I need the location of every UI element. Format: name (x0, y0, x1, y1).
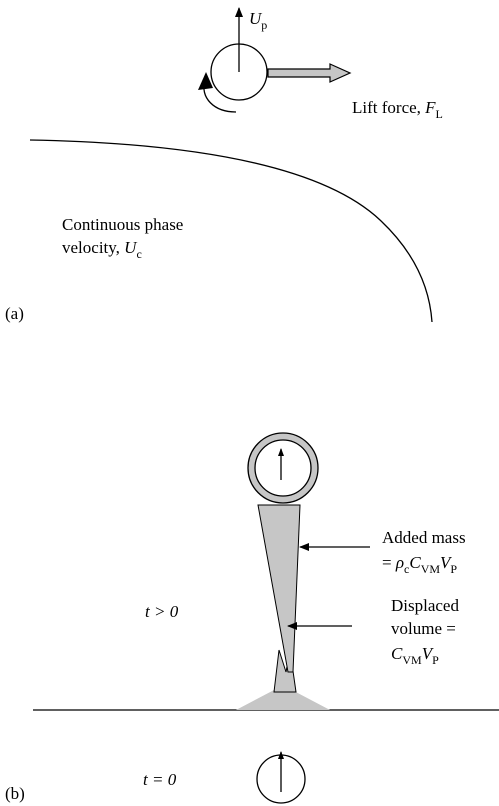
particle-circle-b (254, 439, 312, 497)
panel-b: Added mass = ρcCVMVP Displaced volume = … (5, 432, 499, 804)
rotation-arrowhead (198, 72, 213, 90)
continuous-phase-label-line2: velocity, Uc (62, 238, 142, 261)
panel-a-label: (a) (5, 304, 24, 323)
panel-b-label: (b) (5, 784, 25, 803)
time-zero-label: t = 0 (143, 770, 177, 789)
velocity-profile-curve (29, 139, 433, 323)
lift-force-label: Lift force, FL (352, 98, 443, 121)
lift-force-arrow (267, 63, 352, 83)
time-after-label: t > 0 (145, 602, 179, 621)
panel-a: Up Lift force, FL Continuous phase veloc… (5, 7, 443, 323)
added-mass-wake (257, 504, 301, 673)
up-label: Up (249, 9, 267, 32)
added-mass-label-line2: = ρcCVMVP (382, 553, 457, 576)
continuous-phase-label-line1: Continuous phase (62, 215, 183, 234)
displaced-volume-label-line3: CVMVP (391, 644, 439, 667)
displaced-volume-label-line1: Displaced (391, 596, 459, 615)
displaced-volume-label-line2: volume = (391, 619, 456, 638)
added-mass-label-line1: Added mass (382, 528, 466, 547)
displaced-base (236, 690, 330, 710)
